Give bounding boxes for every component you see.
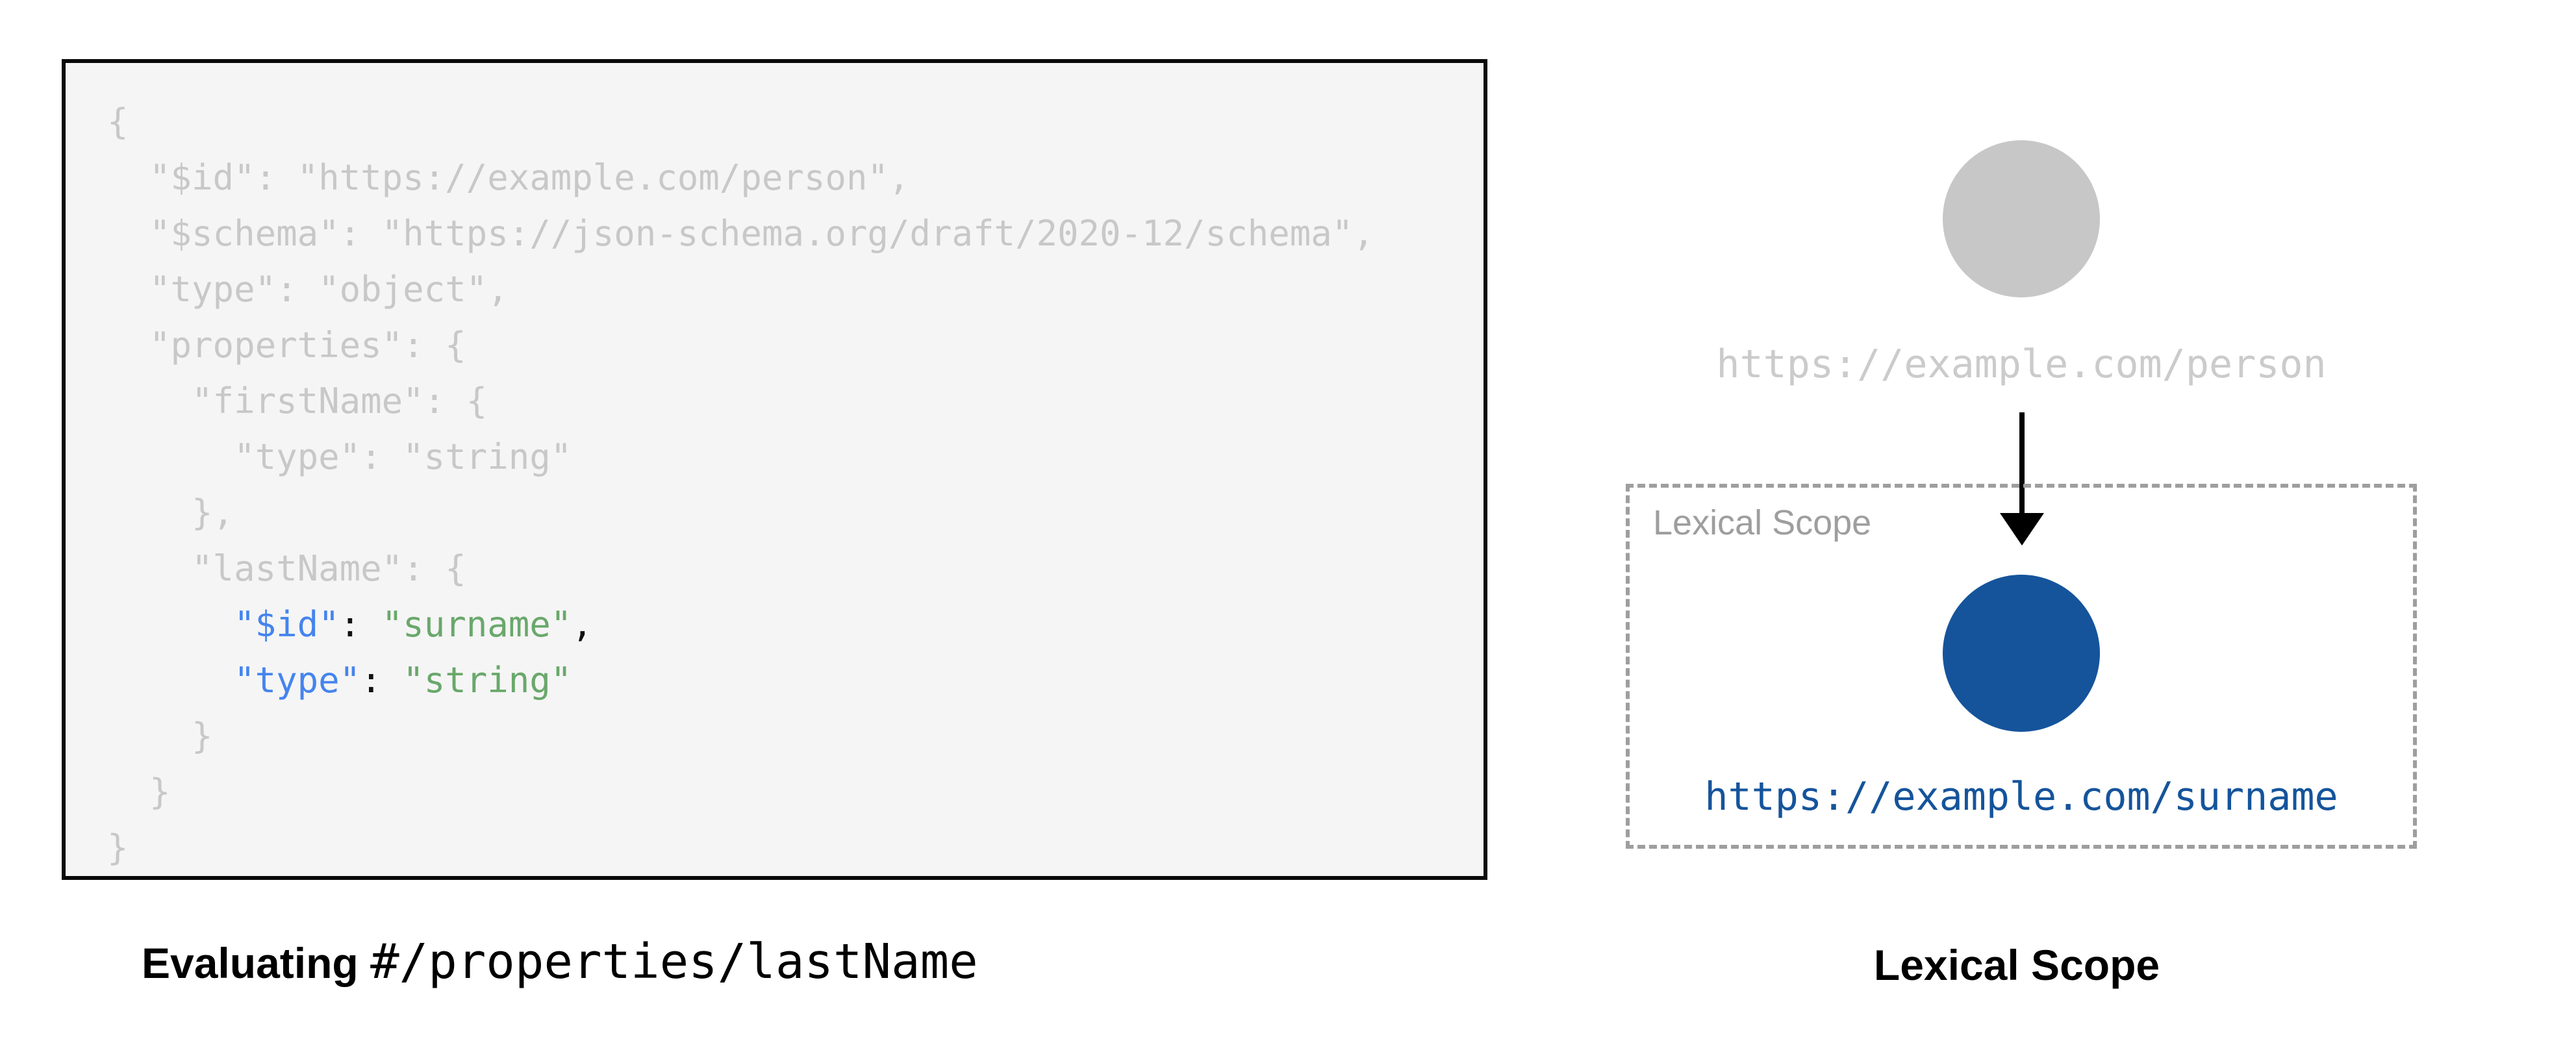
code-token: "string" bbox=[403, 660, 572, 701]
code-line: "$id": "surname", bbox=[107, 597, 1484, 653]
surname-schema-node-circle bbox=[1943, 575, 2100, 732]
person-schema-node-circle bbox=[1943, 140, 2100, 297]
code-line: } bbox=[107, 764, 1484, 820]
code-token: } bbox=[107, 827, 129, 868]
code-line: "type": "string" bbox=[107, 653, 1484, 708]
code-line: } bbox=[107, 820, 1484, 876]
code-line: }, bbox=[107, 485, 1484, 541]
code-token: }, bbox=[107, 492, 234, 533]
code-token: "surname" bbox=[381, 604, 572, 645]
code-token: "$id": "https://example.com/person", bbox=[107, 157, 910, 198]
arrow-down-head-icon bbox=[2000, 513, 2044, 545]
code-token: "properties": { bbox=[107, 325, 466, 366]
code-line: "$id": "https://example.com/person", bbox=[107, 150, 1484, 206]
code-line: "lastName": { bbox=[107, 541, 1484, 597]
code-line: "type": "object", bbox=[107, 262, 1484, 318]
code-line: "type": "string" bbox=[107, 429, 1484, 485]
code-token: "type": "object", bbox=[107, 269, 509, 310]
code-line: "$schema": "https://json-schema.org/draf… bbox=[107, 206, 1484, 262]
lexical-scope-box bbox=[1626, 484, 2417, 849]
code-token: "$id" bbox=[234, 604, 340, 645]
lexical-scope-box-label: Lexical Scope bbox=[1653, 503, 1872, 542]
surname-schema-uri-label: https://example.com/surname bbox=[1704, 774, 2338, 820]
code-token bbox=[107, 660, 234, 701]
code-token: "lastName": { bbox=[107, 548, 466, 589]
left-caption-prefix: Evaluating bbox=[142, 939, 359, 987]
left-caption-json-pointer: #/properties/lastName bbox=[370, 934, 978, 990]
code-line: } bbox=[107, 708, 1484, 764]
code-token bbox=[107, 604, 234, 645]
code-token: } bbox=[107, 716, 213, 757]
schema-code-panel: { "$id": "https://example.com/person", "… bbox=[62, 59, 1487, 880]
code-token: "$schema": "https://json-schema.org/draf… bbox=[107, 213, 1374, 254]
left-caption: Evaluating #/properties/lastName bbox=[142, 934, 978, 990]
code-token: { bbox=[107, 101, 129, 142]
code-token: : bbox=[360, 660, 403, 701]
code-token: "type" bbox=[234, 660, 361, 701]
code-line: "properties": { bbox=[107, 318, 1484, 373]
arrow-down-line bbox=[2019, 412, 2025, 515]
code-token: : bbox=[339, 604, 382, 645]
code-line: { bbox=[107, 94, 1484, 150]
right-caption: Lexical Scope bbox=[1873, 941, 2160, 989]
code-line: "firstName": { bbox=[107, 373, 1484, 429]
code-token: } bbox=[107, 771, 171, 812]
person-schema-uri-label: https://example.com/person bbox=[1716, 342, 2327, 387]
code-block: { "$id": "https://example.com/person", "… bbox=[107, 94, 1484, 876]
code-token: "firstName": { bbox=[107, 381, 488, 421]
code-token: "type": "string" bbox=[107, 436, 572, 477]
code-token: , bbox=[572, 604, 593, 645]
left-caption-space bbox=[359, 939, 370, 987]
